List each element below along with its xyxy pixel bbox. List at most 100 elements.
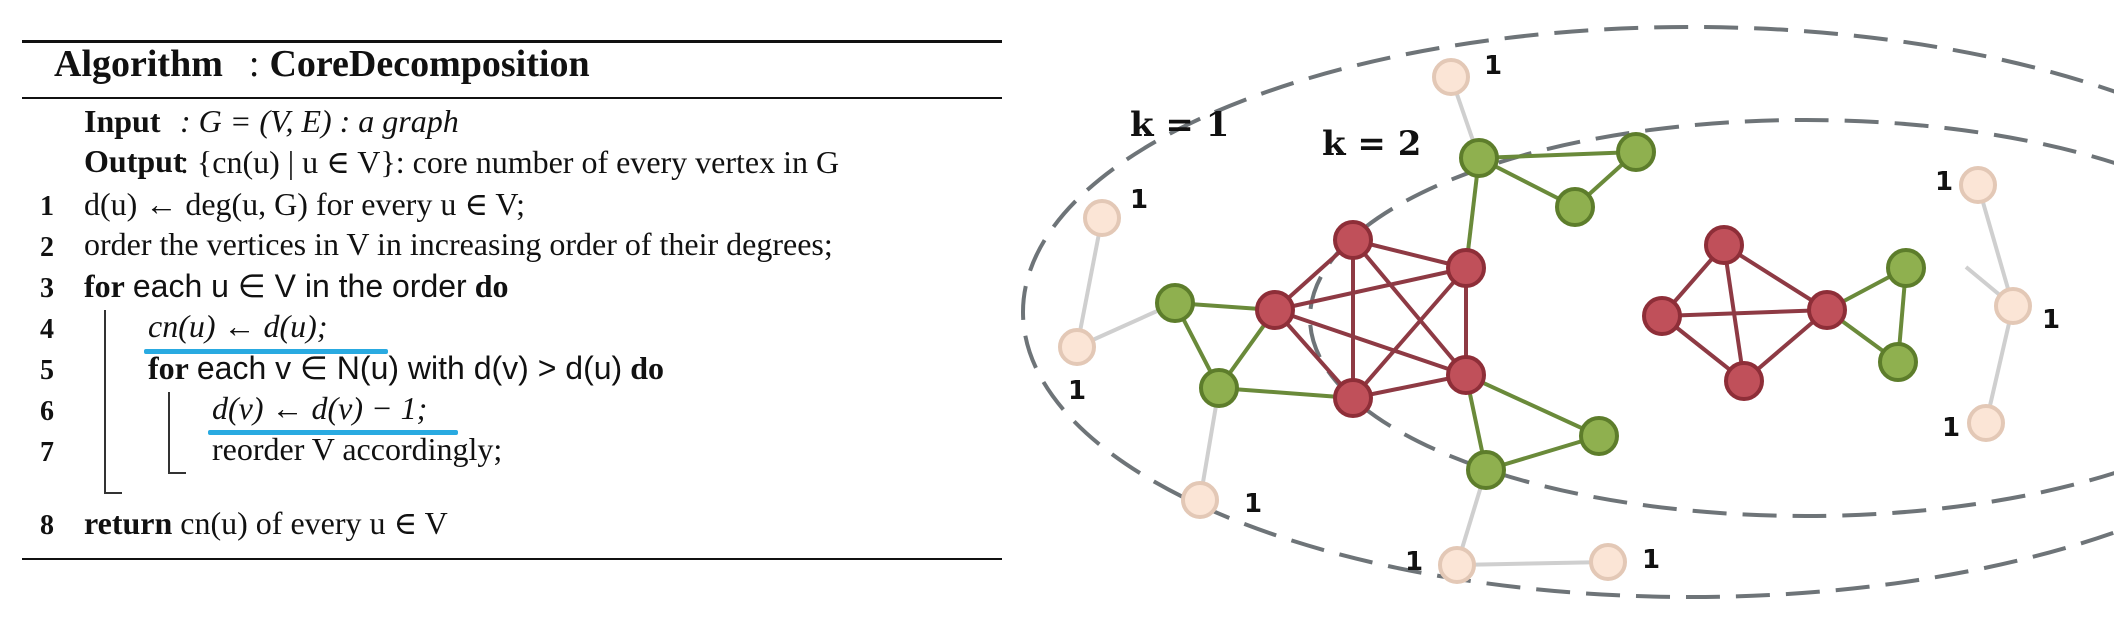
vertex <box>1878 342 1918 382</box>
vertex <box>1466 450 1506 490</box>
vertex <box>1994 287 2032 325</box>
keyword-for: for <box>148 350 189 386</box>
line-number: 6 <box>40 396 54 427</box>
vertex <box>1333 378 1373 418</box>
vertex <box>1255 290 1295 330</box>
vertex <box>1616 132 1656 172</box>
vertex <box>1083 199 1121 237</box>
top-rule <box>22 40 1002 43</box>
line-number: 2 <box>40 232 54 263</box>
vertex-label: 1 <box>2042 305 2060 335</box>
line-text: cn(u) of every u ∈ V <box>180 505 448 541</box>
algo-line-5: for each v ∈ N(u) with d(v) > d(u) do <box>148 349 664 387</box>
vertex-labels: 1 1 1 1 1 1 1 1 1 <box>1068 51 2060 577</box>
vertex <box>1438 546 1476 584</box>
edge <box>1456 560 1609 567</box>
vertex <box>1959 166 1997 204</box>
edge <box>1661 308 1828 318</box>
vertices-k2 <box>1155 132 1926 490</box>
input-keyword: Input <box>84 103 161 139</box>
vertex <box>1642 296 1682 336</box>
line-text: each v ∈ N(u) with d(v) > d(u) <box>196 350 623 386</box>
core-label-k2: k = 2 <box>1322 124 1421 164</box>
edge <box>1465 373 1600 438</box>
edge <box>1274 266 1467 312</box>
vertex-label: 1 <box>1942 413 1960 443</box>
title-separator: : <box>248 43 260 85</box>
vertex <box>1446 248 1486 288</box>
keyword-return: return <box>84 505 173 541</box>
vertex-label: 1 <box>1405 547 1423 577</box>
edge <box>1274 308 1467 377</box>
line-number: 1 <box>40 191 54 222</box>
core-label-k1: k = 1 <box>1130 105 1229 145</box>
vertex <box>1199 368 1239 408</box>
block-bar-outer <box>104 310 106 492</box>
edges-k1 <box>1075 76 2015 567</box>
core-ellipse-k2 <box>1308 118 2114 518</box>
block-bar-outer-foot <box>104 492 122 494</box>
algo-line-6: d(v) ← d(v) − 1; <box>212 390 428 426</box>
vertex-label: 1 <box>1935 167 1953 197</box>
line-number: 5 <box>40 355 54 386</box>
keyword-for: for <box>84 268 125 304</box>
title-keyword: Algorithm <box>54 43 223 85</box>
vertices-k1 <box>1058 58 2032 584</box>
title-name: CoreDecomposition <box>269 43 590 85</box>
block-bar-inner <box>168 392 170 472</box>
vertex <box>1155 283 1195 323</box>
vertex <box>1058 328 1096 366</box>
edge <box>1351 266 1468 400</box>
vertex <box>1886 248 1926 288</box>
core-ellipse-k1 <box>1021 25 2114 599</box>
line-number: 3 <box>40 273 54 304</box>
vertex <box>1555 187 1595 227</box>
line-number: 8 <box>40 510 54 541</box>
algorithm-box: Algorithm:CoreDecomposition Input : G = … <box>22 40 1002 560</box>
line-text: each u ∈ V in the order <box>132 268 467 304</box>
mid-rule <box>22 97 1002 99</box>
vertex <box>1704 225 1744 265</box>
vertex-label: 1 <box>1642 545 1660 575</box>
vertex <box>1181 481 1219 519</box>
edge <box>1351 238 1468 377</box>
edge <box>1976 184 2015 307</box>
algo-line-3: for each u ∈ V in the order do <box>84 267 509 305</box>
output-text: : {cn(u) | u ∈ V}: core number of every … <box>180 144 840 180</box>
block-bar-inner-foot <box>168 472 186 474</box>
algo-line-2: order the vertices in V in increasing or… <box>84 226 833 262</box>
vertices-core <box>1255 220 1847 418</box>
line-number: 7 <box>40 437 54 468</box>
vertex-label: 1 <box>1244 489 1262 519</box>
algo-line-7: reorder V accordingly; <box>212 431 503 467</box>
vertex-label: 1 <box>1068 376 1086 406</box>
vertex <box>1724 361 1764 401</box>
edge <box>1984 305 2015 424</box>
algo-line-8: return cn(u) of every u ∈ V <box>84 504 448 542</box>
line-number: 4 <box>40 314 54 345</box>
edge <box>1075 217 1104 348</box>
output-keyword: Output <box>84 143 184 179</box>
vertex <box>1579 416 1619 456</box>
vertex-label: 1 <box>1484 51 1502 81</box>
edge <box>1478 150 1637 160</box>
vertex <box>1333 220 1373 260</box>
vertex <box>1807 290 1847 330</box>
algo-line-1: d(u) ← deg(u, G) for every u ∈ V; <box>84 186 526 222</box>
core-decomposition-graph: k = 1 k = 2 1 1 1 1 1 1 1 1 1 <box>1021 25 2114 599</box>
vertex <box>1459 138 1499 178</box>
vertex <box>1589 543 1627 581</box>
vertex <box>1446 355 1486 395</box>
keyword-do: do <box>474 268 509 304</box>
highlight-underline <box>208 430 458 435</box>
edge <box>1722 243 1829 312</box>
algorithm-title: Algorithm:CoreDecomposition <box>54 42 590 86</box>
bottom-rule <box>22 558 1002 560</box>
algo-line-4: cn(u) ← d(u); <box>148 308 328 344</box>
keyword-do: do <box>630 350 664 386</box>
vertex-label: 1 <box>1130 185 1148 215</box>
vertex <box>1967 404 2005 442</box>
vertex <box>1432 58 1470 96</box>
highlight-underline <box>144 349 388 354</box>
input-text: : G = (V, E) : a graph <box>180 103 459 139</box>
